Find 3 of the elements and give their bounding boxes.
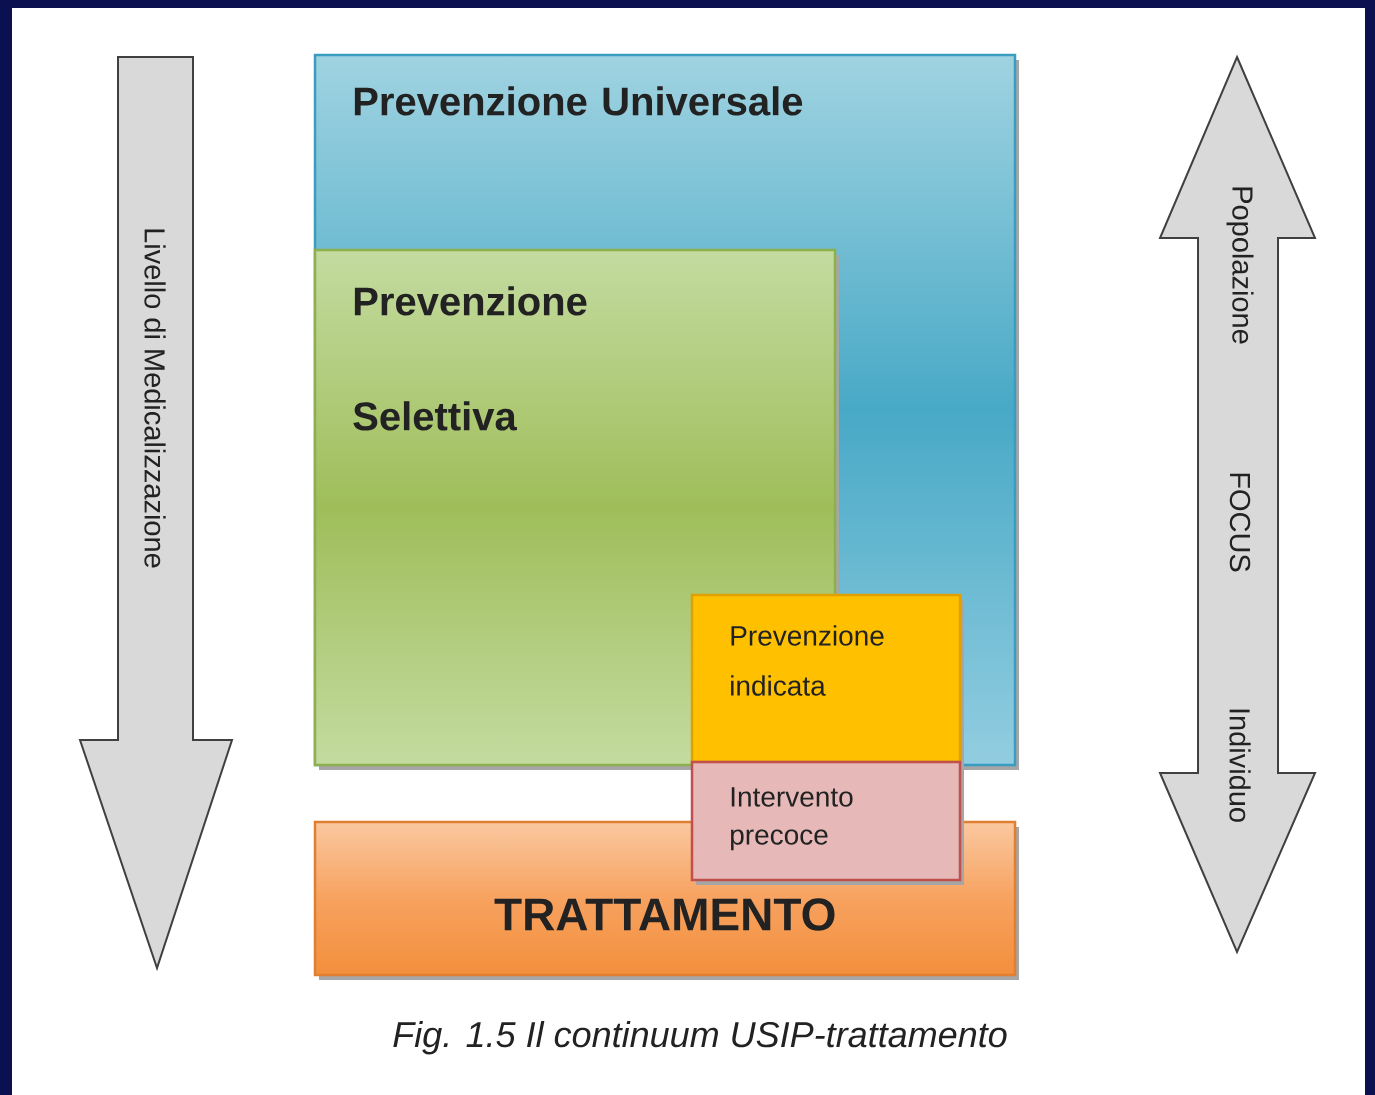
early-intervention-box: Intervento precoce [690, 760, 964, 885]
caption: Fig. 1.5 Il continuum USIP-trattamento [393, 1020, 1007, 1055]
indicated-prevention-box: Prevenzione indicata [690, 593, 964, 767]
